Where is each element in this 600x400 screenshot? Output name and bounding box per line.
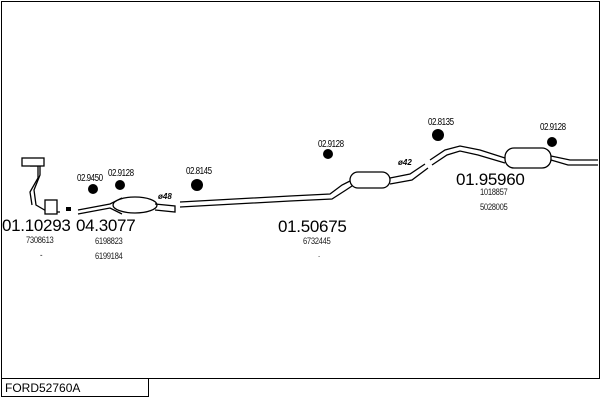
oem-number: 1018857 bbox=[480, 187, 508, 197]
accessory-ref: 02.9450 bbox=[77, 173, 103, 184]
catalyst-outlet bbox=[154, 203, 176, 213]
diagram-title: FORD52760A bbox=[1, 378, 149, 397]
hanger bbox=[432, 129, 444, 141]
part-number: 01.10293 bbox=[2, 216, 71, 235]
part-number: 01.50675 bbox=[278, 217, 347, 236]
rear-silencer bbox=[504, 147, 552, 169]
oem-number: 6732445 bbox=[303, 236, 331, 246]
middle-silencer bbox=[349, 171, 391, 189]
hanger bbox=[191, 179, 203, 191]
oem-number: . bbox=[318, 249, 320, 259]
oem-number: 6199184 bbox=[95, 251, 123, 261]
diameter-label: ø48 bbox=[158, 192, 172, 201]
accessory-ref: 02.8145 bbox=[186, 166, 212, 177]
accessory-ref: 02.9128 bbox=[318, 139, 344, 150]
oem-number: 7308613 bbox=[26, 235, 54, 245]
accessory-ref: 02.9128 bbox=[108, 168, 134, 179]
gasket bbox=[66, 207, 71, 211]
oem-number: 5028005 bbox=[480, 202, 508, 212]
middle-silencer-outlet bbox=[389, 163, 429, 185]
accessory-ref: 02.8135 bbox=[428, 117, 454, 128]
part-number: 04.3077 bbox=[76, 216, 136, 235]
rubber-mount bbox=[88, 184, 98, 194]
rear-pipe bbox=[429, 145, 506, 161]
middle-pipe bbox=[179, 179, 353, 203]
accessory-ref: 02.9128 bbox=[540, 122, 566, 133]
pipe-flange bbox=[44, 199, 58, 215]
oem-number: 6198823 bbox=[95, 236, 123, 246]
tailpipe bbox=[550, 155, 598, 166]
part-number: 01.95960 bbox=[456, 170, 525, 189]
diameter-label: ø42 bbox=[398, 158, 412, 167]
rubber-mount bbox=[115, 180, 125, 190]
front-pipe-inner bbox=[29, 165, 39, 206]
catalyst bbox=[112, 196, 158, 214]
manifold-flange bbox=[21, 157, 45, 167]
middle-pipe-lower bbox=[179, 185, 353, 208]
oem-number: - bbox=[40, 250, 43, 260]
rubber-mount bbox=[323, 149, 333, 159]
catalyst-pipe-lower bbox=[77, 207, 123, 215]
rear-pipe-lower bbox=[431, 150, 506, 166]
rubber-mount bbox=[547, 137, 557, 147]
